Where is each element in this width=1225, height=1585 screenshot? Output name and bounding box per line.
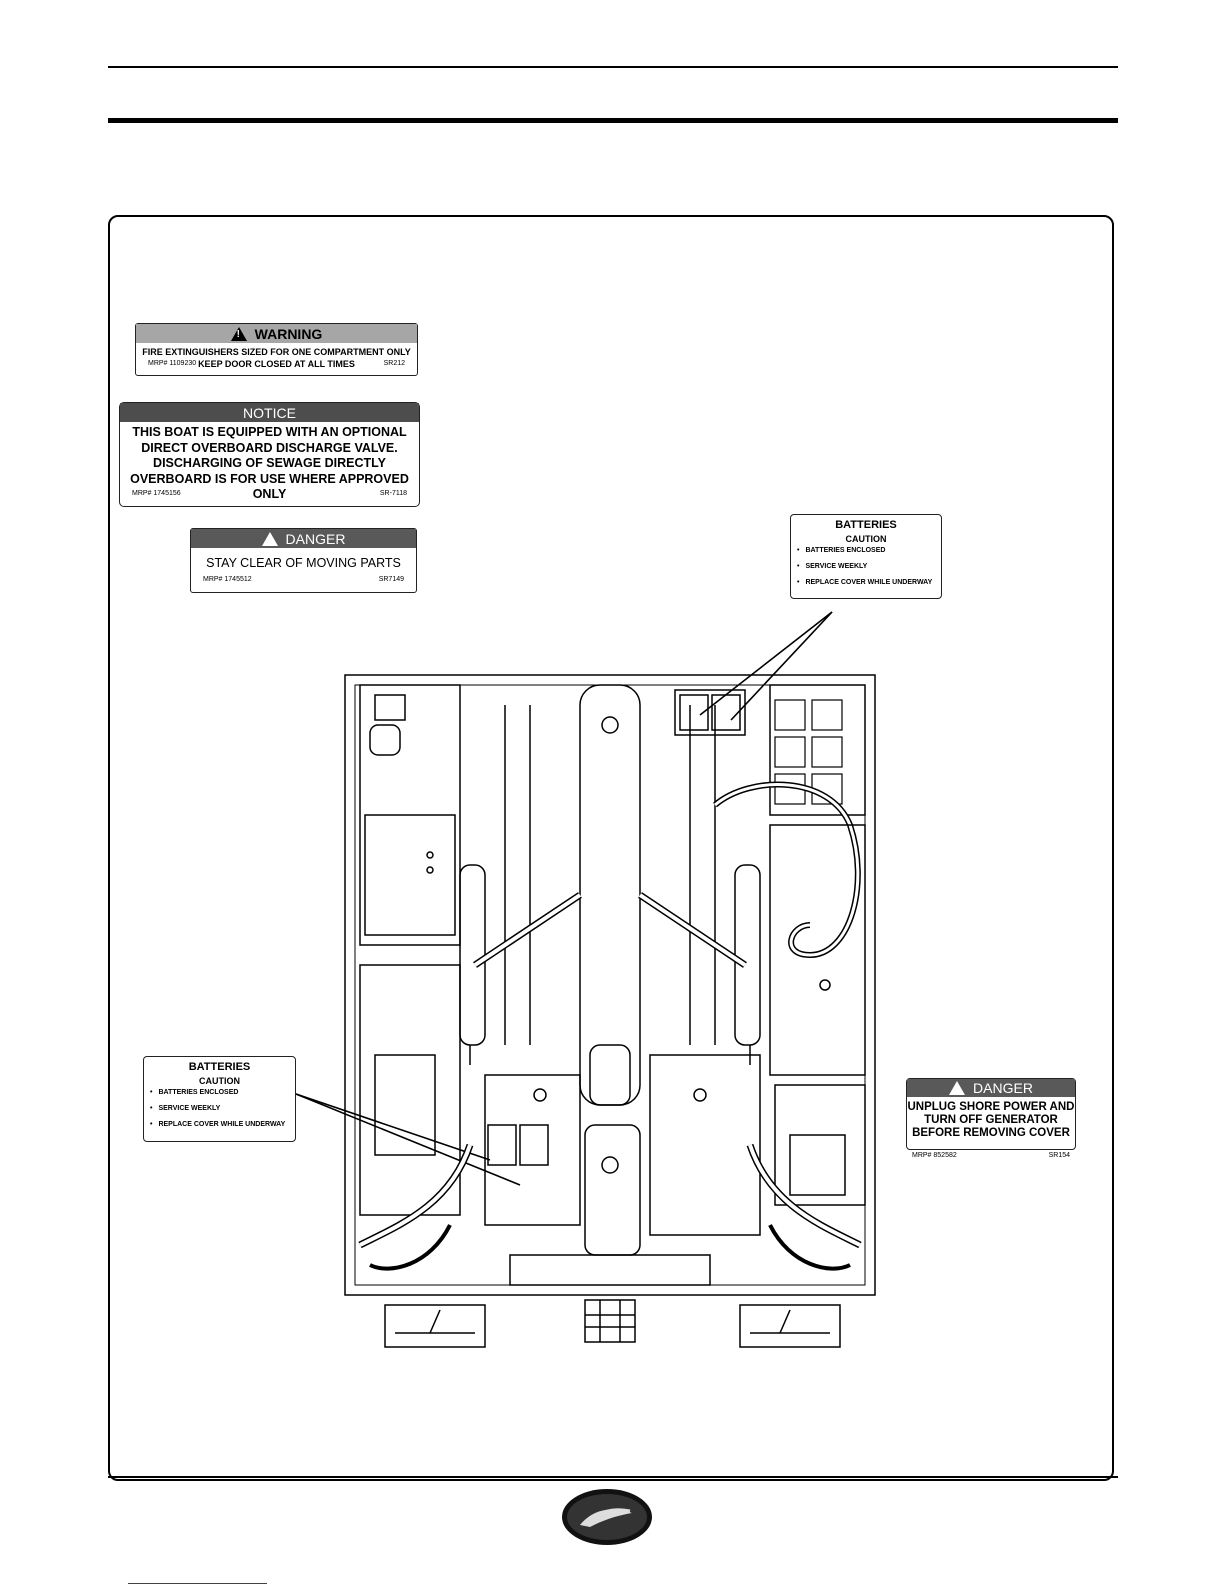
danger-triangle-icon	[261, 531, 278, 546]
warning-label: WARNING FIRE EXTINGUISHERS SIZED FOR ONE…	[135, 323, 418, 376]
batteries-label-lower: BATTERIES CAUTION BATTERIES ENCLOSED SER…	[143, 1056, 296, 1142]
danger-moving-parts-label: DANGER STAY CLEAR OF MOVING PARTS MRP# 1…	[190, 528, 417, 593]
notice-header: NOTICE	[120, 403, 419, 422]
warning-text: FIRE EXTINGUISHERS SIZED FOR ONE COMPART…	[142, 347, 411, 369]
danger-moving-footer: MRP# 1745512 SR7149	[203, 576, 404, 583]
danger-shore-footer: MRP# 852582 SR154	[912, 1152, 1070, 1159]
notice-label: NOTICE THIS BOAT IS EQUIPPED WITH AN OPT…	[119, 402, 420, 507]
top-rule-thin	[108, 66, 1118, 68]
footer-link-underline[interactable]	[128, 1583, 267, 1584]
warning-header: WARNING	[136, 324, 417, 343]
bottom-rule	[108, 1476, 1118, 1478]
top-rule-thick	[108, 118, 1118, 123]
batteries-label-upper: BATTERIES CAUTION BATTERIES ENCLOSED SER…	[790, 514, 942, 599]
batteries-list-upper: BATTERIES ENCLOSED SERVICE WEEKLY REPLAC…	[791, 547, 941, 586]
notice-footer: MRP# 1745156 SR-7118	[132, 489, 407, 497]
danger-shore-power-label: DANGER UNPLUG SHORE POWER AND TURN OFF G…	[906, 1078, 1076, 1150]
danger-shore-header: DANGER	[907, 1079, 1075, 1097]
brand-logo	[562, 1489, 652, 1545]
figure-frame	[108, 215, 1114, 1481]
notice-text: THIS BOAT IS EQUIPPED WITH AN OPTIONAL D…	[130, 425, 409, 501]
warning-footer: MRP# 1109230 SR212	[148, 360, 405, 367]
danger-moving-text: STAY CLEAR OF MOVING PARTS	[206, 556, 401, 570]
danger-shore-triangle-icon	[949, 1081, 966, 1095]
warning-triangle-icon	[230, 326, 247, 341]
engine-room-diagram	[344, 674, 876, 1348]
danger-moving-header: DANGER	[191, 529, 416, 548]
batteries-list-lower: BATTERIES ENCLOSED SERVICE WEEKLY REPLAC…	[144, 1089, 295, 1128]
danger-shore-text: UNPLUG SHORE POWER AND TURN OFF GENERATO…	[907, 1101, 1075, 1139]
